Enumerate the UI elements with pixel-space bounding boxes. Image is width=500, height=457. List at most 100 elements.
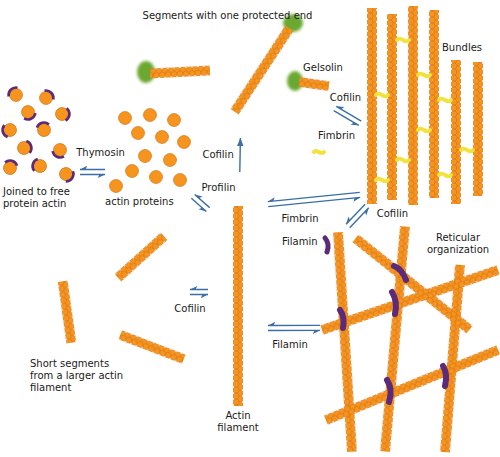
filamin-link xyxy=(443,366,446,386)
protein-label: Filamin xyxy=(282,236,318,248)
arrow-line xyxy=(268,192,360,201)
reaction-arrow xyxy=(190,290,208,295)
segment-group: Short segments from a larger actin filam… xyxy=(20,230,190,400)
node-caption: Joined to free protein actin xyxy=(3,186,75,210)
fimbrin-link xyxy=(376,94,388,97)
network-group: Reticular organization xyxy=(320,226,500,456)
actin-filament xyxy=(150,65,210,78)
actin-filament xyxy=(473,62,483,196)
protein-label: Cofilin xyxy=(377,208,408,220)
arrow-line xyxy=(334,111,359,126)
actin-filament xyxy=(451,60,461,204)
filamin-link xyxy=(340,310,344,328)
actin-filament xyxy=(298,77,329,91)
reaction-arrow xyxy=(239,138,241,172)
thymosin-cap xyxy=(60,108,73,121)
thymosin-cap xyxy=(24,110,35,121)
node-caption: Reticular organization xyxy=(418,232,498,256)
reaction-arrow xyxy=(268,325,320,330)
reaction-arrow xyxy=(191,195,209,212)
thymosin-cap xyxy=(22,141,34,153)
actin-monomer xyxy=(40,92,53,105)
actin-monomer xyxy=(178,136,191,149)
thymosin-cap xyxy=(45,91,54,100)
actin-filament xyxy=(233,206,243,406)
protein-label: Thymosin xyxy=(76,147,125,159)
protein-label: Fimbrin xyxy=(318,130,355,142)
filamin-link xyxy=(325,238,328,252)
actin-filament xyxy=(324,345,500,424)
arrow-line xyxy=(195,195,210,208)
bundle-group: Bundles xyxy=(360,4,498,206)
thymosin-cap xyxy=(64,171,74,181)
actin-monomer xyxy=(156,131,169,144)
fimbrin-link xyxy=(397,159,409,162)
arrow-line xyxy=(268,330,320,331)
arrow-line xyxy=(191,198,206,211)
arrow-line xyxy=(350,208,369,228)
actin-filament xyxy=(58,281,77,344)
arrow-line xyxy=(80,169,105,170)
fimbrin-link xyxy=(376,179,388,182)
arrow-line xyxy=(80,174,105,175)
thymosin-cap xyxy=(30,159,42,171)
monomer-group: Joined to free protein actin xyxy=(0,86,80,236)
protein-label: Cofilin xyxy=(202,149,233,161)
fimbrin-link xyxy=(418,74,430,77)
actin-monomer xyxy=(110,180,123,193)
protein-label: Filamin xyxy=(272,339,308,351)
actin-filament xyxy=(115,233,168,282)
arrow-line xyxy=(190,294,208,295)
reaction-arrow xyxy=(268,192,361,206)
actin-filament xyxy=(429,10,439,198)
node-caption: Short segments from a larger actin filam… xyxy=(30,358,130,394)
actin-monomer xyxy=(139,150,152,163)
filament-group: Actin filament xyxy=(208,172,268,440)
reaction-arrow xyxy=(334,106,362,125)
monomer-group: actin proteins xyxy=(105,108,193,212)
actin-filament xyxy=(387,14,397,200)
thymosin-cap xyxy=(5,158,17,170)
arrow-line xyxy=(346,204,365,224)
actin-filament xyxy=(367,8,377,204)
actin-monomer xyxy=(119,112,132,125)
thymosin-cap xyxy=(9,88,18,97)
node-caption: Actin filament xyxy=(208,410,268,434)
actin-filament xyxy=(118,330,185,364)
fimbrin-link xyxy=(314,151,324,153)
arrow-line xyxy=(268,197,360,206)
protein-label: Cofilin xyxy=(330,92,361,104)
reaction-arrow xyxy=(346,204,369,227)
protein-label: Cofilin xyxy=(174,303,205,315)
fimbrin-link xyxy=(461,149,473,152)
node-caption: Bundles xyxy=(442,42,496,54)
reaction-arrow xyxy=(80,169,105,174)
actin-monomer xyxy=(132,127,145,140)
thymosin-cap xyxy=(37,120,49,132)
actin-monomer xyxy=(126,165,139,178)
protein-label: Gelsolin xyxy=(303,62,343,74)
fimbrin-link xyxy=(418,129,430,132)
filamin-link xyxy=(394,266,406,280)
actin-filament xyxy=(230,25,293,114)
thymosin-cap xyxy=(0,125,12,137)
actin-monomer xyxy=(174,174,187,187)
filamin-link xyxy=(387,380,391,402)
actin-monomer xyxy=(144,109,157,122)
actin-monomer xyxy=(164,154,177,167)
node-caption: actin proteins xyxy=(105,196,193,208)
arrow-line xyxy=(268,325,320,326)
arrow-line xyxy=(336,106,361,121)
protein-label: Profilin xyxy=(201,182,235,194)
fimbrin-link xyxy=(439,174,451,177)
arrow-line xyxy=(190,289,208,290)
thymosin-cap xyxy=(52,148,63,159)
filamin-link xyxy=(392,292,396,314)
segment-group: Segments with one protected end xyxy=(120,4,335,138)
actin-filament xyxy=(408,6,418,205)
node-caption: Segments with one protected end xyxy=(120,10,335,22)
actin-monomer xyxy=(168,114,181,127)
